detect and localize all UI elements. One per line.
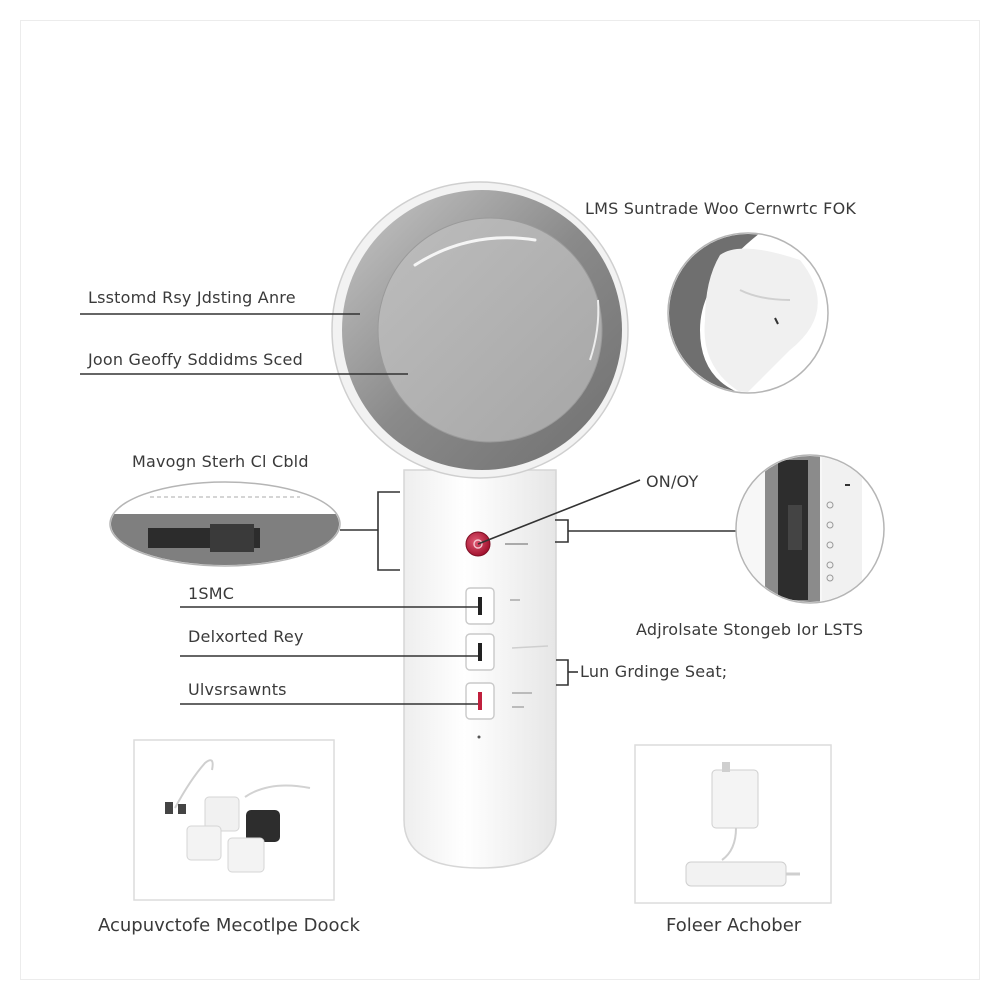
caption-accessories: Acupuvctofe Mecotlpe Doock — [98, 915, 360, 936]
caption-adapter: Foleer Achober — [666, 915, 802, 936]
zoom-ellipse-left — [109, 481, 341, 567]
label-gravity-plate: Joon Geoffy Sddidms Sced — [88, 350, 303, 369]
label-lecture-area: Lsstomd Rsy Jdsting Anre — [88, 288, 296, 307]
device-head — [331, 181, 629, 479]
callout-lines — [80, 313, 745, 705]
zoom-circle-right — [735, 454, 885, 604]
image-frame — [20, 20, 980, 980]
adapter-panel — [634, 744, 832, 904]
label-on-off: ON/OY — [646, 472, 699, 491]
zoom-circle-top — [667, 232, 829, 394]
label-ultrasonic: Ulvsrsawnts — [188, 680, 287, 699]
label-infrared-ray: Delxorted Rey — [188, 627, 304, 646]
label-magnet-charge: Mavogn Sterh Cl Cbld — [132, 452, 309, 471]
label-ems-condition: LMS Suntrade Woo Cernwrtc FOK — [585, 199, 857, 218]
label-adjustable-strength: Adjrolsate Stongeb Ior LSTS — [636, 620, 864, 639]
label-charge-seat: Lun Grdinge Seat; — [580, 662, 728, 681]
mode-buttons — [465, 587, 549, 739]
accessories-panel — [133, 739, 335, 901]
label-ems-button: 1SMC — [188, 584, 235, 603]
